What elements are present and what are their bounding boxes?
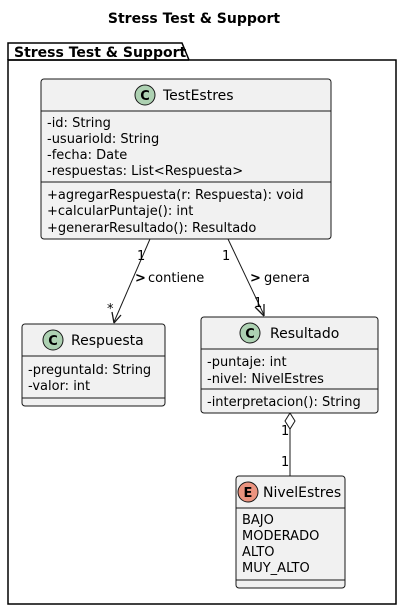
- contiene-target-multiplicity: *: [107, 302, 114, 317]
- testestres-attribute: -usuarioId: String: [47, 132, 159, 147]
- class-respuesta-name: Respuesta: [71, 333, 144, 349]
- contiene-label: contiene: [148, 271, 204, 286]
- class-badge-letter: C: [48, 334, 58, 349]
- genera-direction-glyph: >: [250, 271, 261, 286]
- enum-badge-letter: E: [244, 486, 253, 501]
- contiene-source-multiplicity: 1: [137, 249, 145, 264]
- enum-badge-icon: [237, 481, 259, 503]
- relation-genera-line: [227, 238, 265, 316]
- relation-contiene-arrowhead: [111, 311, 122, 324]
- relation-contiene-line: [113, 238, 151, 323]
- relation-contiene: 1 * > contiene: [107, 238, 204, 324]
- resultado-attribute: -nivel: NivelEstres: [207, 372, 324, 387]
- enum-nivelestres: E NivelEstres BAJO MODERADO ALTO MUY_ALT…: [235, 475, 346, 589]
- diagram-title: Stress Test & Support: [108, 11, 280, 27]
- class-badge-icon: [134, 84, 156, 106]
- class-testestres: C TestEstres -id: String -usuarioId: Str…: [40, 78, 332, 240]
- genera-target-multiplicity: 1: [254, 296, 262, 311]
- respuesta-attribute: -valor: int: [28, 379, 90, 394]
- enum-value: MODERADO: [242, 529, 319, 544]
- relation-genera: 1 1 > genera: [222, 238, 310, 317]
- genera-label: genera: [264, 271, 310, 286]
- class-badge-letter: C: [245, 327, 255, 342]
- class-resultado: C Resultado -puntaje: int -nivel: NivelE…: [200, 316, 379, 414]
- testestres-method: +calcularPuntaje(): int: [47, 204, 193, 219]
- relation-nivel: 1 1: [281, 412, 296, 476]
- enum-nivelestres-name: NivelEstres: [263, 485, 341, 501]
- package-tab: [7, 42, 190, 61]
- resultado-method: -interpretacion(): String: [207, 395, 361, 410]
- relation-genera-arrowhead: [254, 304, 265, 317]
- class-resultado-name: Resultado: [270, 326, 339, 342]
- enum-value: ALTO: [242, 545, 275, 560]
- class-testestres-box: [40, 78, 332, 240]
- package-body: [7, 59, 397, 605]
- class-badge-letter: C: [140, 89, 150, 104]
- respuesta-attribute: -preguntaId: String: [28, 363, 151, 378]
- enum-nivelestres-box: [235, 475, 346, 589]
- nivel-source-multiplicity: 1: [281, 424, 289, 439]
- enum-value: MUY_ALTO: [242, 561, 310, 576]
- package-frame: Stress Test & Support: [7, 42, 397, 605]
- class-badge-icon: [42, 329, 64, 351]
- enum-value: BAJO: [242, 513, 274, 528]
- class-badge-icon: [239, 322, 261, 344]
- genera-source-multiplicity: 1: [222, 249, 230, 264]
- class-respuesta: C Respuesta -preguntaId: String -valor: …: [21, 323, 166, 407]
- class-testestres-name: TestEstres: [162, 88, 234, 104]
- contiene-direction-glyph: >: [135, 271, 146, 286]
- testestres-attribute: -fecha: Date: [47, 148, 127, 163]
- resultado-attribute: -puntaje: int: [207, 355, 287, 370]
- package-name: Stress Test & Support: [14, 45, 186, 61]
- testestres-method: +agregarRespuesta(r: Respuesta): void: [47, 188, 304, 203]
- nivel-target-multiplicity: 1: [281, 455, 289, 470]
- testestres-method: +generarResultado(): Resultado: [47, 221, 256, 236]
- testestres-attribute: -id: String: [47, 116, 111, 131]
- testestres-attribute: -respuestas: List<Respuesta>: [47, 164, 243, 179]
